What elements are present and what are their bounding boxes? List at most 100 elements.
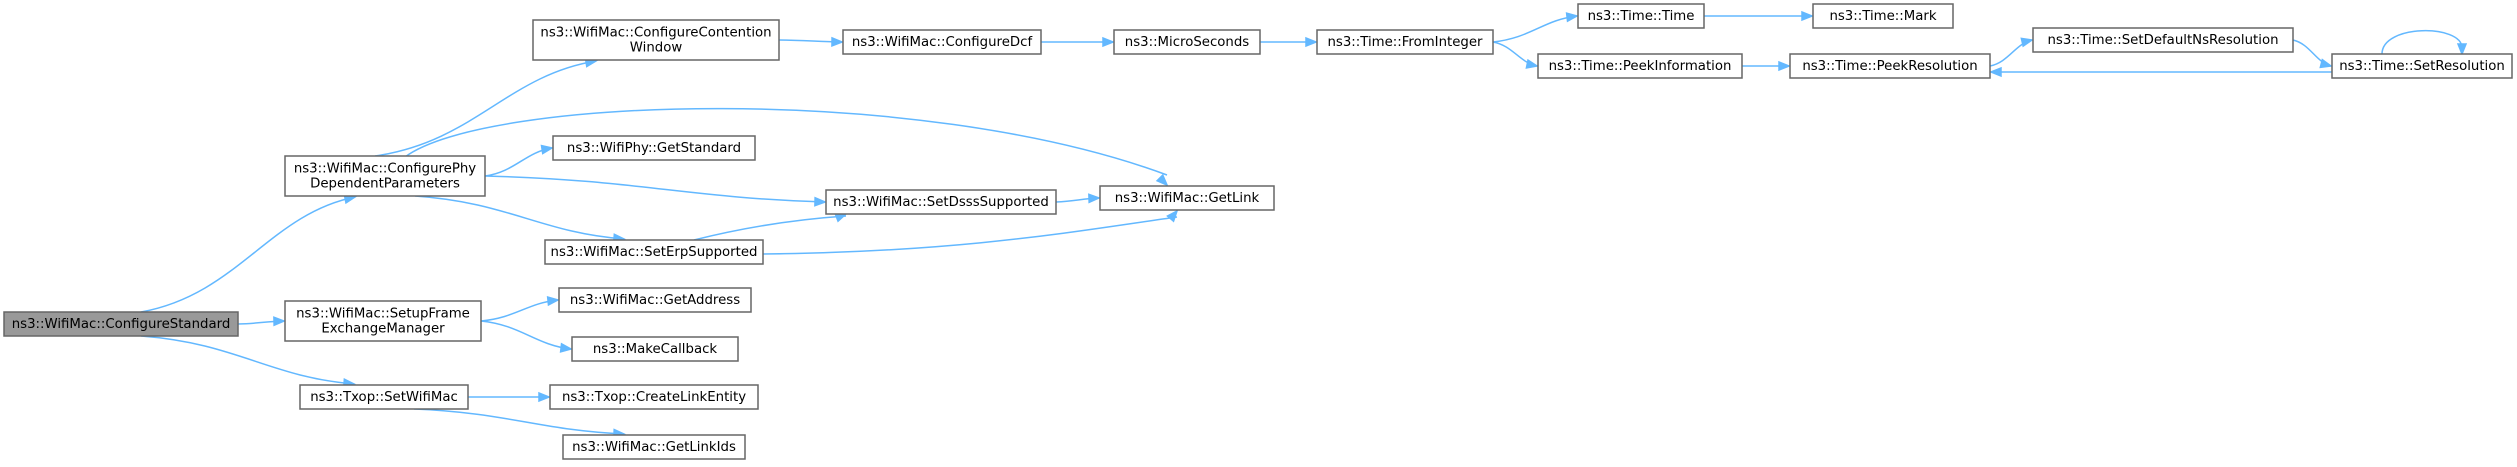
node-box (1099, 185, 1275, 211)
node-box (2032, 27, 2294, 53)
edge-line (484, 175, 826, 203)
node-label: ns3::Txop::SetWifiMac (310, 390, 458, 405)
node-box (284, 300, 482, 342)
edge-arrowhead (546, 296, 561, 307)
edge-configure_standard-to-setup_fem (237, 316, 287, 327)
edge-txop_set_wifimac-to-get_link_ids (413, 408, 627, 439)
edge-line (762, 216, 1178, 255)
node-box (549, 384, 759, 410)
node-label: ns3::MicroSeconds (1125, 35, 1249, 50)
node-box (544, 239, 764, 265)
edge-line (413, 408, 625, 435)
node-label: ns3::Time::Time (1588, 9, 1695, 24)
node-make-callback[interactable]: ns3::MakeCallback (571, 336, 739, 362)
node-label: ns3::Time::PeekInformation (1549, 59, 1732, 74)
node-configure-phy[interactable]: ns3::WifiMac::ConfigurePhyDependentParam… (284, 155, 486, 197)
edge-line (480, 299, 559, 322)
edge-set_erp-to-set_dsss (693, 212, 848, 241)
edge-arrowhead (1155, 173, 1169, 187)
node-get-link[interactable]: ns3::WifiMac::GetLink (1099, 185, 1275, 211)
edge-set_default_ns_resolution-to-set_resolution (2292, 39, 2333, 69)
node-box (532, 19, 780, 61)
edge-configure_phy-to-get_standard (484, 144, 554, 177)
edge-arrowhead (1166, 209, 1179, 223)
edge-arrowhead (2020, 37, 2034, 48)
edge-arrowhead (831, 36, 845, 47)
edges-layer (140, 10, 2468, 439)
node-box (3, 311, 239, 337)
node-get-address[interactable]: ns3::WifiMac::GetAddress (558, 287, 752, 313)
node-create-link-entity[interactable]: ns3::Txop::CreateLinkEntity (549, 384, 759, 410)
node-time-time[interactable]: ns3::Time::Time (1577, 3, 1705, 29)
edge-peek_resolution-to-set_default_ns_resolution (1989, 37, 2034, 67)
edge-arrowhead (814, 196, 828, 207)
node-box (1316, 29, 1494, 55)
node-box (284, 155, 486, 197)
edge-configure_standard-to-configure_phy (140, 194, 357, 313)
node-label: ns3::Time::PeekResolution (1802, 59, 1977, 74)
node-label: ns3::Time::SetDefaultNsResolution (2047, 33, 2278, 48)
node-label: DependentParameters (310, 177, 460, 192)
node-configure-standard[interactable]: ns3::WifiMac::ConfigureStandard (3, 311, 239, 337)
node-get-standard[interactable]: ns3::WifiPhy::GetStandard (552, 135, 756, 161)
node-box (552, 135, 756, 161)
node-configure-dcf[interactable]: ns3::WifiMac::ConfigureDcf (842, 29, 1042, 55)
edge-line (404, 107, 1168, 176)
node-box (1113, 29, 1261, 55)
edge-line (480, 320, 572, 350)
node-box (571, 336, 739, 362)
node-set-dsss[interactable]: ns3::WifiMac::SetDsssSupported (825, 189, 1057, 215)
edge-configure_cw-to-configure_dcf (778, 36, 845, 47)
node-label: ns3::WifiMac::GetAddress (570, 293, 740, 308)
edge-setup_fem-to-get_address (480, 296, 561, 322)
edge-set_resolution-to-peek_resolution (1988, 66, 2336, 78)
edge-line (2381, 30, 2463, 55)
node-from-integer[interactable]: ns3::Time::FromInteger (1316, 29, 1494, 55)
node-label: ns3::Time::SetResolution (2339, 59, 2505, 74)
edge-line (1492, 15, 1578, 43)
node-label: ns3::WifiMac::SetupFrame (296, 307, 470, 322)
node-get-link-ids[interactable]: ns3::WifiMac::GetLinkIds (562, 434, 746, 460)
edge-from_integer-to-peek_information (1492, 41, 1539, 69)
node-peek-information[interactable]: ns3::Time::PeekInformation (1537, 53, 1743, 79)
edge-microseconds-to-from_integer (1260, 36, 1319, 48)
edge-configure_phy-to-get_link (404, 107, 1169, 187)
edge-arrowhead (1565, 12, 1580, 23)
edge-arrowhead (1801, 10, 1815, 22)
edge-configure_standard-to-txop_set_wifimac (140, 335, 357, 389)
node-box (558, 287, 752, 313)
node-box (825, 189, 1057, 215)
node-peek-resolution[interactable]: ns3::Time::PeekResolution (1789, 53, 1991, 79)
node-set-erp[interactable]: ns3::WifiMac::SetErpSupported (544, 239, 764, 265)
edge-arrowhead (1088, 193, 1102, 204)
edge-txop_set_wifimac-to-create_link_entity (468, 391, 552, 403)
edge-from_integer-to-time_time (1492, 12, 1580, 43)
edge-arrowhead (1525, 58, 1539, 69)
edge-line (414, 195, 625, 240)
node-txop-set-wifimac[interactable]: ns3::Txop::SetWifiMac (299, 384, 469, 410)
node-box (1812, 3, 1954, 29)
node-label: ns3::WifiMac::GetLinkIds (572, 440, 736, 455)
edge-arrowhead (1988, 66, 2002, 78)
node-box (842, 29, 1042, 55)
edge-set_dsss-to-get_link (1055, 193, 1102, 204)
node-microseconds[interactable]: ns3::MicroSeconds (1113, 29, 1261, 55)
node-label: ns3::Time::FromInteger (1327, 35, 1483, 50)
edge-arrowhead (1778, 60, 1792, 72)
nodes-layer: ns3::WifiMac::ConfigureStandardns3::Wifi… (3, 3, 2513, 460)
edge-arrowhead (2319, 58, 2333, 69)
edge-arrowhead (2456, 43, 2468, 57)
node-label: ExchangeManager (321, 322, 445, 337)
edge-arrowhead (559, 342, 574, 353)
node-label: ns3::WifiMac::SetDsssSupported (833, 195, 1049, 210)
node-time-mark[interactable]: ns3::Time::Mark (1812, 3, 1954, 29)
node-set-resolution[interactable]: ns3::Time::SetResolution (2331, 53, 2513, 79)
edge-line (140, 335, 355, 385)
edge-configure_phy-to-set_erp (414, 195, 627, 244)
node-label: ns3::Txop::CreateLinkEntity (562, 390, 746, 405)
node-set-default-ns-resolution[interactable]: ns3::Time::SetDefaultNsResolution (2032, 27, 2294, 53)
edge-line (374, 60, 597, 157)
